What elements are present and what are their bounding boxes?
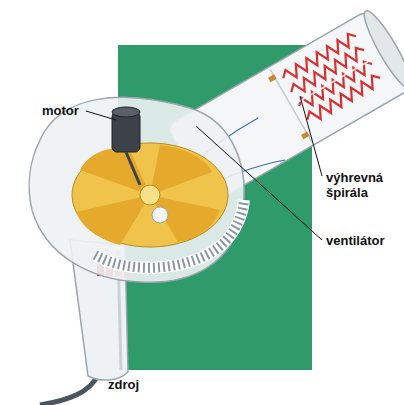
part-label: ventilátor — [326, 233, 385, 248]
part-label: výhrevná špirála — [326, 170, 400, 200]
leader-line — [86, 111, 116, 120]
leader-line — [300, 96, 322, 176]
grille-slots — [95, 200, 244, 268]
motor — [112, 107, 140, 185]
leader-line — [196, 126, 322, 240]
housing — [29, 97, 244, 282]
fan-hub — [152, 207, 168, 223]
part-label: zdroj — [108, 377, 139, 392]
fan — [72, 143, 228, 247]
grille — [95, 200, 244, 268]
power-cord — [40, 375, 98, 405]
heating-coil — [280, 31, 383, 125]
part-label: motor — [42, 103, 79, 118]
